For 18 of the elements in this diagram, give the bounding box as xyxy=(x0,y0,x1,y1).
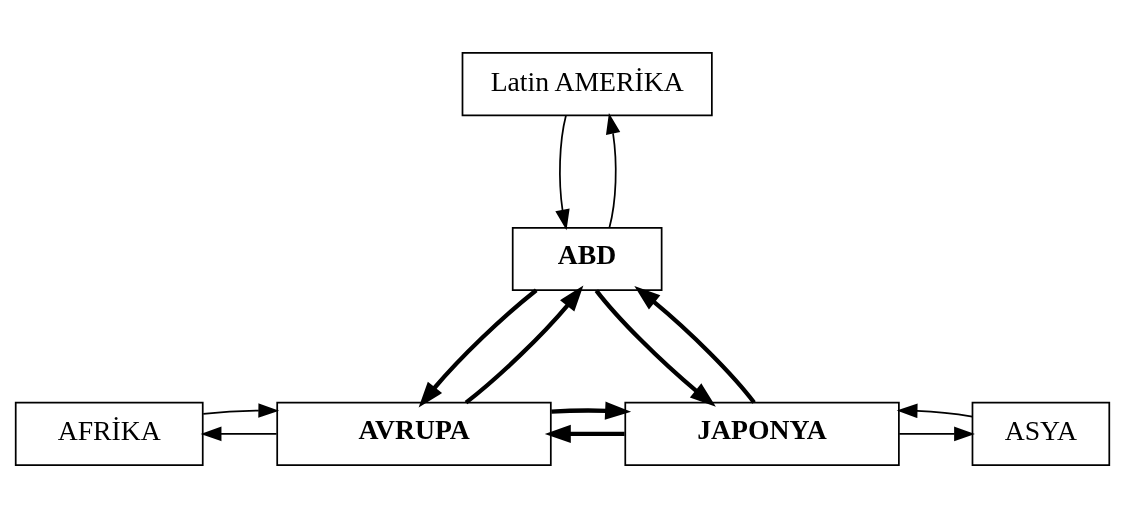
arrow xyxy=(544,424,625,443)
arrow xyxy=(896,403,974,418)
arrow xyxy=(200,426,278,441)
node-box: Latin AMERİKA xyxy=(461,51,713,116)
node-box: ABD xyxy=(511,226,663,291)
arrow xyxy=(418,288,538,408)
node-box: AVRUPA xyxy=(276,401,552,466)
arrow xyxy=(594,288,716,407)
arrow xyxy=(551,401,632,420)
arrow xyxy=(464,284,584,404)
node-box: ASYA xyxy=(971,401,1111,466)
arrow xyxy=(555,114,570,230)
arrow xyxy=(202,402,280,418)
arrow xyxy=(898,426,975,441)
node-box: JAPONYA xyxy=(624,401,900,466)
arrow xyxy=(605,112,621,229)
node-box: AFRİKA xyxy=(14,401,204,466)
arrow xyxy=(634,285,756,404)
